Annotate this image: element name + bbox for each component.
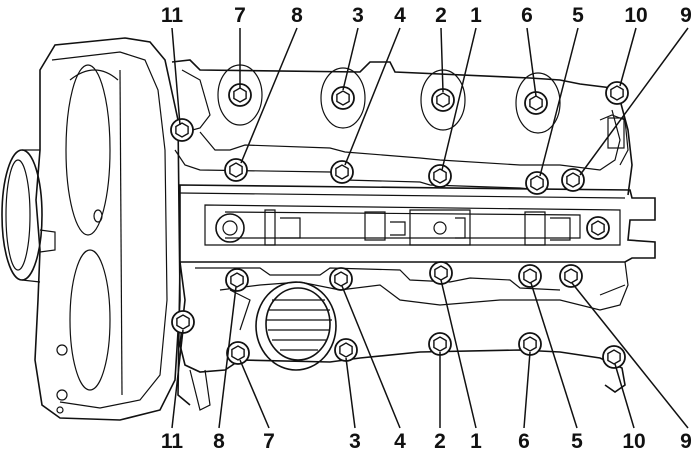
callout-bottom-11: 11 <box>161 430 184 453</box>
callout-bottom-2: 2 <box>434 430 446 453</box>
leader-bottom-11 <box>171 329 184 429</box>
leader-top-5 <box>539 27 579 177</box>
leader-top-9 <box>579 27 689 176</box>
callout-top-3: 3 <box>352 4 364 27</box>
leader-bottom-6 <box>523 351 531 429</box>
bolt-5-upper <box>525 171 549 195</box>
callout-top-6: 6 <box>521 4 533 27</box>
bolt-11-lower <box>171 310 195 334</box>
callout-bottom-10: 10 <box>622 430 645 453</box>
callout-top-10: 10 <box>624 4 647 27</box>
cover-bolts <box>170 81 629 369</box>
bolt-1-lower <box>429 261 453 285</box>
bolt-7-upper <box>228 83 252 107</box>
callout-bottom-8: 8 <box>213 430 225 453</box>
leader-top-4 <box>344 27 401 166</box>
bolt-9-rail <box>586 216 610 240</box>
leader-top-1 <box>441 27 477 171</box>
leader-top-6 <box>526 27 537 97</box>
callout-bottom-4: 4 <box>394 430 406 453</box>
bolt-2-upper <box>431 88 455 112</box>
bolt-10-upper <box>605 81 629 105</box>
bolt-4-upper <box>330 160 354 184</box>
bolt-9-lower <box>559 264 583 288</box>
bolt-6b-lower <box>518 332 542 356</box>
leader-top-3 <box>342 27 359 91</box>
bolt-1-upper <box>428 164 452 188</box>
callout-top-4: 4 <box>394 4 406 27</box>
leader-bottom-9 <box>571 282 689 429</box>
bolt-3-lower <box>334 338 358 362</box>
callout-bottom-3: 3 <box>349 430 361 453</box>
leader-bottom-1 <box>440 279 477 429</box>
callout-bottom-1: 1 <box>470 430 482 453</box>
bottom-callout-row: 11 8 7 3 4 2 1 6 5 10 9 <box>161 430 692 453</box>
camshaft-pulley-hub <box>1 149 56 283</box>
leader-bottom-7 <box>239 359 270 429</box>
leader-bottom-5 <box>530 282 578 429</box>
callout-bottom-7: 7 <box>263 430 275 453</box>
callout-bottom-6: 6 <box>518 430 530 453</box>
bolt-4-lower <box>329 267 353 291</box>
leader-bottom-8 <box>218 286 237 429</box>
bolt-9-upper <box>561 168 585 192</box>
callout-top-9: 9 <box>680 4 692 27</box>
callout-bottom-5: 5 <box>571 430 583 453</box>
leader-top-2 <box>440 27 444 93</box>
bolt-2-lower <box>428 332 452 356</box>
callout-top-2: 2 <box>435 4 447 27</box>
leader-top-10 <box>619 27 637 87</box>
oil-filler-cap <box>255 281 337 371</box>
callout-top-1: 1 <box>470 4 482 27</box>
bolt-6-upper <box>524 91 548 115</box>
bolt-7-lower <box>226 341 250 365</box>
bolt-8-lower <box>225 268 249 292</box>
callout-top-5: 5 <box>572 4 584 27</box>
bolt-6-lower <box>518 264 542 288</box>
leader-top-11 <box>171 27 181 126</box>
leader-top-8 <box>240 27 298 164</box>
leader-bottom-3 <box>345 357 356 429</box>
ignition-coil-rail <box>179 184 656 263</box>
leader-bottom-4 <box>341 285 401 429</box>
bolt-10-lower <box>602 345 626 369</box>
bolt-8-upper <box>224 158 248 182</box>
callout-leaders <box>171 27 689 429</box>
leader-bottom-10 <box>614 363 635 429</box>
top-callout-row: 11 7 8 3 4 2 1 6 5 10 9 <box>161 4 692 27</box>
callout-top-8: 8 <box>291 4 303 27</box>
bolt-3-upper <box>331 86 355 110</box>
callout-top-7: 7 <box>234 4 246 27</box>
timing-belt-cover <box>34 37 181 421</box>
bolt-11-upper <box>170 118 194 142</box>
callout-bottom-9: 9 <box>680 430 692 453</box>
callout-top-11: 11 <box>161 4 184 27</box>
